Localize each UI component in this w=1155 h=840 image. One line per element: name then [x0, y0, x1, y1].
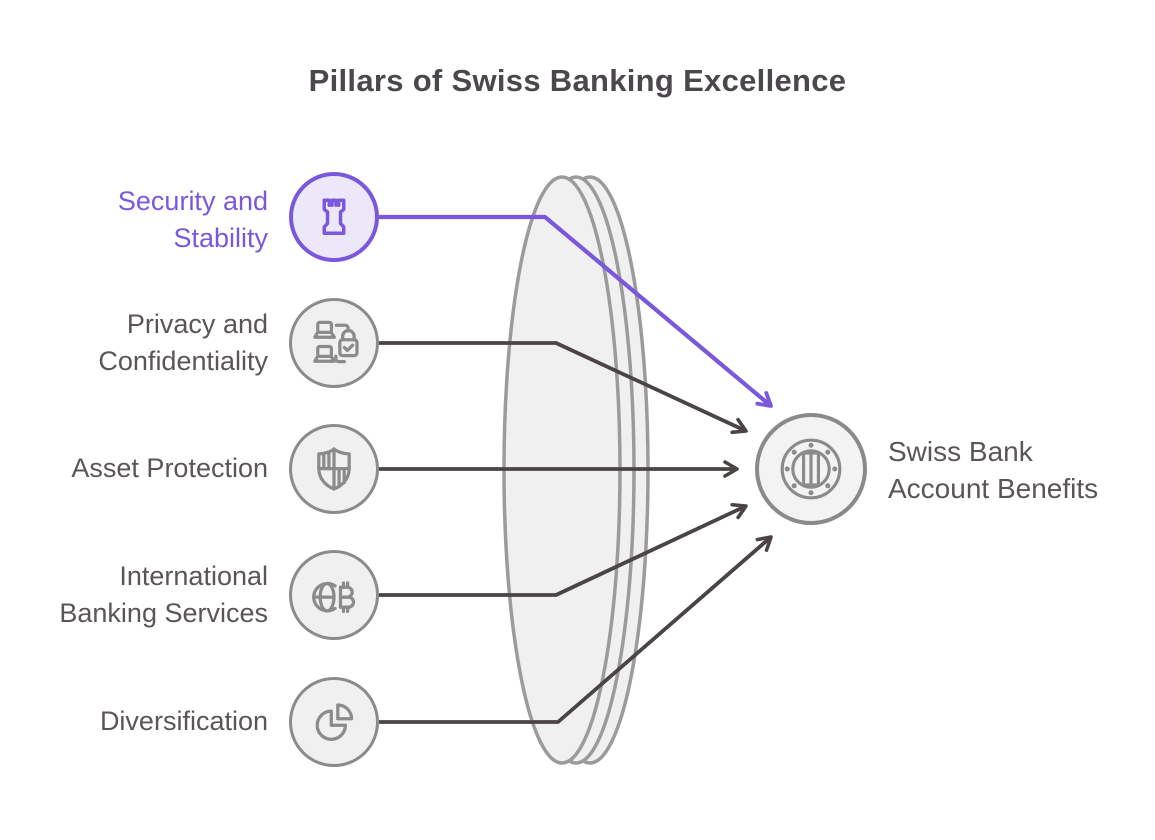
pillar-label-asset-protection: Asset Protection: [71, 453, 268, 483]
connector-line-security: [379, 214, 773, 408]
castle-tower-icon: [322, 198, 346, 235]
connector-lines: [379, 214, 773, 724]
connector-line-privacy: [379, 341, 748, 435]
pillar-label-diversification: Diversification: [99, 706, 268, 736]
globe-currency-icon: [312, 581, 356, 613]
pillar-node-asset-protection: [289, 424, 379, 514]
pillar-node-privacy: [289, 298, 379, 388]
pillar-label-privacy: Privacy and Confidentiality: [98, 309, 268, 376]
pillar-label-security: Security and Stability: [117, 186, 268, 253]
bank-vault-door-icon: [780, 438, 842, 500]
pie-chart-icon: [315, 703, 354, 741]
page-title: Pillars of Swiss Banking Excellence: [308, 63, 847, 98]
benefits-node: [755, 413, 867, 525]
pillar-node-diversification: [289, 677, 379, 767]
pillar-node-international: [289, 550, 379, 640]
heraldic-shield-icon: [317, 447, 351, 491]
pillar-node-security: [289, 172, 379, 262]
connector-line-diversification: [379, 535, 773, 724]
pillar-label-international: International Banking Services: [59, 561, 268, 628]
connector-line-international: [379, 502, 748, 597]
benefits-label: Swiss Bank Account Benefits: [888, 436, 1099, 504]
secure-devices-icon: [313, 320, 359, 364]
